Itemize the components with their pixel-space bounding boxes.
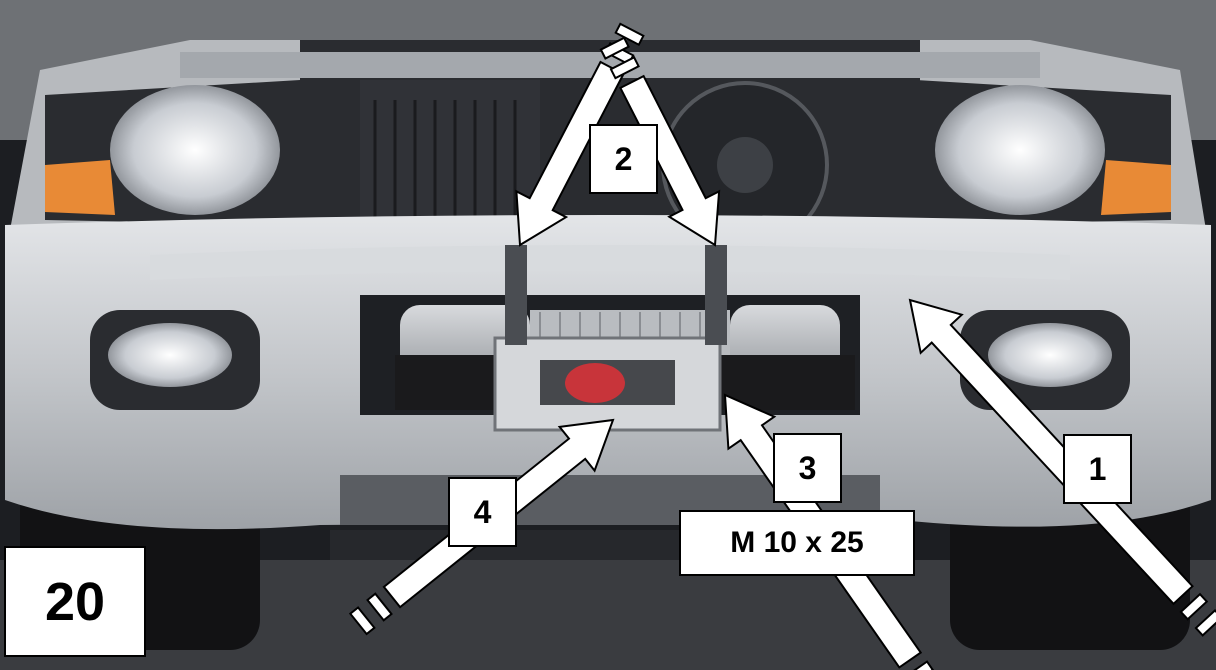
callout-2: 2 — [589, 124, 658, 194]
arrow-2-left — [515, 60, 625, 247]
figure-number: 20 — [4, 546, 146, 657]
bolt-spec-label: M 10 x 25 — [679, 510, 915, 576]
arrow-2-left-tail-dash — [614, 22, 645, 47]
arrow-2-right-tail-dash — [599, 36, 630, 60]
arrow-1-tail-dash — [1179, 592, 1209, 621]
arrow-2-right — [619, 74, 721, 247]
arrow-1-tail-dash — [1194, 608, 1216, 637]
arrow-4-tail-dash — [366, 592, 393, 622]
callout-4: 4 — [448, 477, 517, 547]
arrow-1 — [908, 298, 1194, 606]
callout-1: 1 — [1063, 434, 1132, 504]
arrow-3-tail-dash — [913, 660, 935, 670]
arrow-4-tail-dash — [348, 606, 376, 636]
callout-3: 3 — [773, 433, 842, 503]
arrow-2-right-tail-dash — [609, 56, 640, 80]
